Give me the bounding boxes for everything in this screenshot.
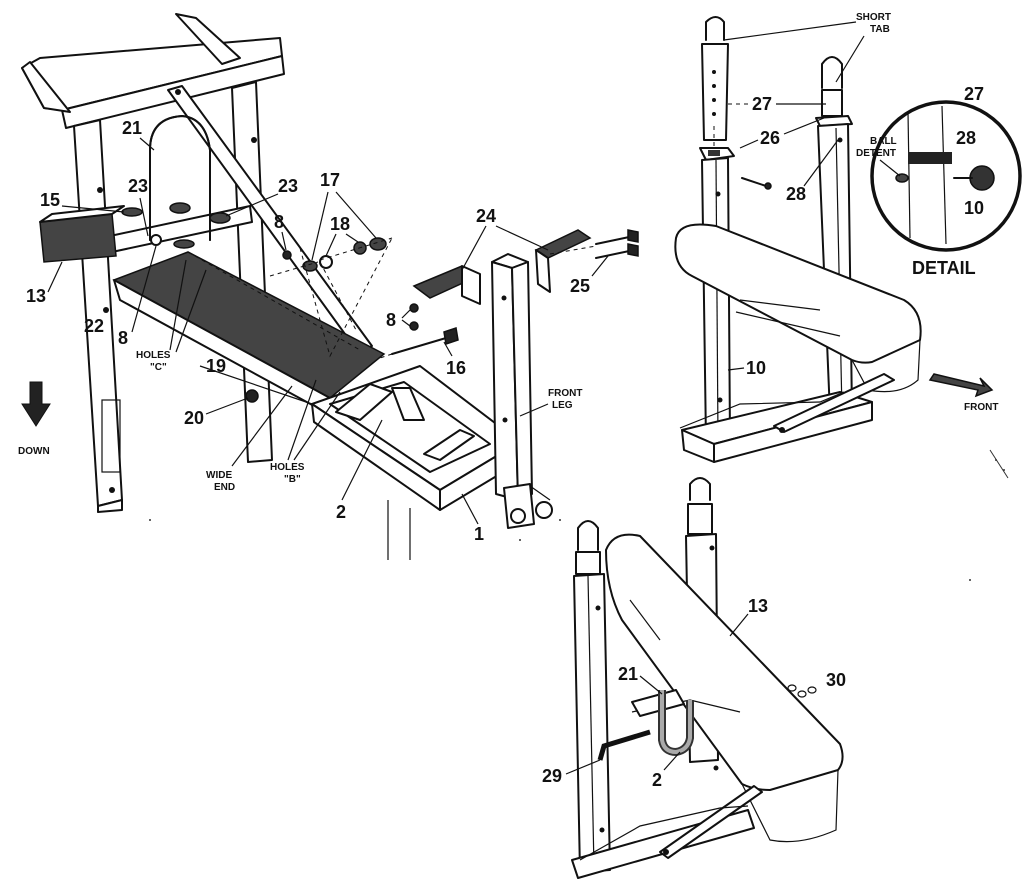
scan-speckle [149,449,1009,581]
callout-2: 2 [336,502,346,522]
leg-lift-u-bar [149,115,211,241]
hardware-nuts-washers [121,202,419,403]
short-tab-label-2: TAB [870,24,890,35]
holes-c-label: HOLES [136,350,171,361]
incline-base [571,689,763,879]
callout-8-mid: 8 [274,212,284,232]
front-arrow-icon [928,373,994,398]
callout-21-incline: 21 [618,664,638,684]
bracket-24 [412,229,592,305]
wide-end-label: WIDE [206,470,232,481]
front-leg-label: FRONT [548,388,582,399]
callout-10: 10 [746,358,766,378]
seat-post-27 [701,16,729,150]
callout-28: 28 [786,184,806,204]
callout-13: 13 [26,286,46,306]
incline-front-post [573,520,611,873]
callouts-left: 21 23 23 15 13 22 8 8 17 18 24 25 8 16 1… [26,118,609,544]
seat-rear-post [815,56,853,415]
down-arrow-icon [21,381,51,427]
wide-end-label-2: END [214,482,235,493]
callout-23-right: 23 [278,176,298,196]
u-bar-21-incline [658,690,694,757]
bolt-16 [379,327,459,359]
callout-27: 27 [752,94,772,114]
pin-28 [741,177,772,190]
callouts-seat: SHORT TAB 27 26 28 10 [723,12,891,378]
detent-label: DETENT [856,148,896,159]
holes-b-letter: "B" [284,474,301,485]
callouts-incline: 13 21 30 29 2 [542,596,846,790]
callout-27-detail: 27 [964,84,984,104]
callout-10-detail: 10 [964,198,984,218]
callout-25: 25 [570,276,590,296]
callout-13-incline: 13 [748,596,768,616]
ball-label: BALL [870,136,897,147]
callout-8-right: 8 [386,310,396,330]
detail-view: BALL DETENT [856,100,1022,252]
callout-16: 16 [446,358,466,378]
callout-19: 19 [206,356,226,376]
callout-23: 23 [128,176,148,196]
callout-26: 26 [760,128,780,148]
seat-support-bracket-2 [335,383,475,461]
seat-base [679,373,895,463]
left-foot-pad [39,205,125,263]
callout-20: 20 [184,408,204,428]
callout-28-detail: 28 [956,128,976,148]
hardware-30 [787,684,817,698]
callout-24: 24 [476,206,496,226]
holes-b-label: HOLES [270,462,305,473]
callout-1: 1 [474,524,484,544]
callout-30: 30 [826,670,846,690]
front-leg [491,253,553,529]
holes-c-letter: "C" [150,362,167,373]
callout-15: 15 [40,190,60,210]
callout-8-left: 8 [118,328,128,348]
callout-2-incline: 2 [652,770,662,790]
callout-21: 21 [122,118,142,138]
front-label: FRONT [964,402,998,413]
front-leg-label-2: LEG [552,400,573,411]
diagonal-brace [167,85,373,353]
detail-title: DETAIL [912,258,976,278]
bolts-25 [549,229,639,259]
incline-pad [605,533,844,843]
callout-17: 17 [320,170,340,190]
callout-22: 22 [84,316,104,336]
pin-29 [597,729,651,761]
down-label: DOWN [18,446,50,457]
short-tab-label: SHORT [856,12,891,23]
callout-29: 29 [542,766,562,786]
callout-18: 18 [330,214,350,234]
